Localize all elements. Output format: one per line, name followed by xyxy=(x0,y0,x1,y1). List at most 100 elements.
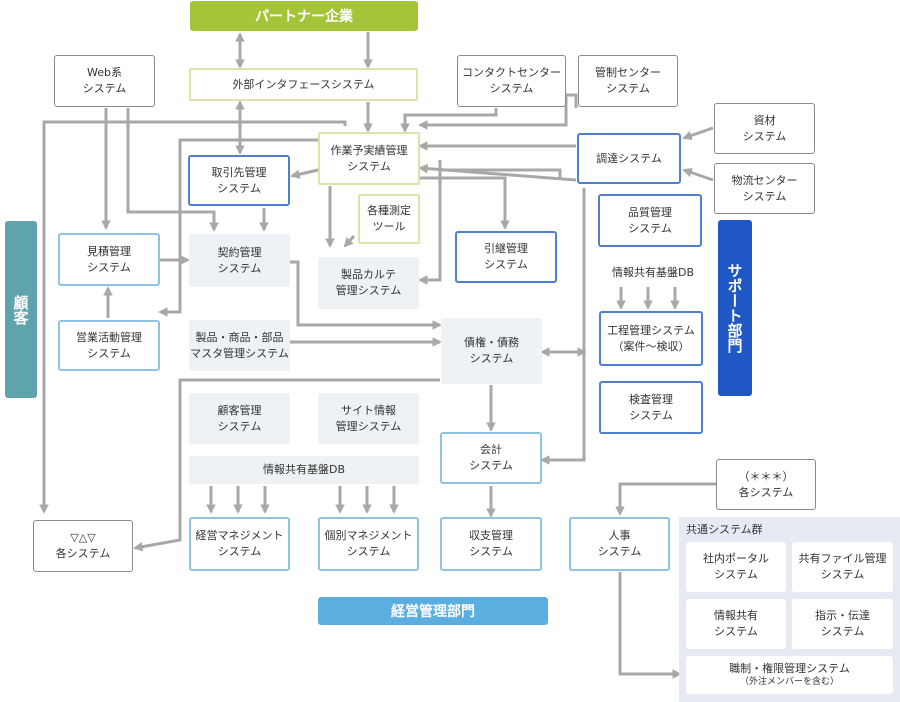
shizai-system-box: 資材 システム xyxy=(714,103,815,154)
kaikei-system-box: 会計 システム xyxy=(440,432,542,484)
kansei-center-box: 管制センター システム xyxy=(578,55,678,107)
sagyo-yojisseki-box: 作業予実績管理 システム xyxy=(318,132,420,185)
site-joho-box: サイト情報 管理システム xyxy=(318,393,419,444)
site-joho-line-2: 管理システム xyxy=(335,419,402,433)
hinshitsu-system-line-2: システム xyxy=(628,221,672,235)
contact-center-line-2: システム xyxy=(489,82,534,95)
joho-kyoyu-line-2: システム xyxy=(714,625,758,638)
arrow-chotatsu-sagyo-2 xyxy=(418,163,577,182)
file-system-line-2: システム xyxy=(820,568,865,581)
customer-banner-label: 顧客 xyxy=(11,294,30,325)
kokyaku-system-line-2: システム xyxy=(217,419,262,433)
kansei-center-line-1: 管制センター xyxy=(595,66,661,80)
arrow-shizai-chotatsu xyxy=(682,126,714,141)
kensa-system-box: 検査管理 システム xyxy=(599,381,703,434)
management-joho-db-label: 情報共有基盤DB xyxy=(262,463,346,477)
koutei-system-line-2: （案件～検収） xyxy=(612,339,690,353)
hikitsugi-system-line-2: システム xyxy=(484,258,528,271)
shokusei-kengen-box: 職制・権限管理システム （外注メンバーを含む） xyxy=(686,656,893,694)
asterisk-system-line-1: （＊＊＊） xyxy=(738,469,794,483)
kokyaku-system-box: 顧客管理 システム xyxy=(189,393,290,444)
support-banner-label: サポート部門 xyxy=(725,263,744,353)
arrow-saiken-triangle xyxy=(133,378,440,552)
butsuryu-center-line-1: 物流センター xyxy=(731,173,798,187)
support-banner: サポート部門 xyxy=(718,220,752,396)
shiji-dentatsu-line-1: 指示・伝達 xyxy=(815,609,870,623)
saiken-saimu-box: 債権・債務 システム xyxy=(441,318,542,384)
shushi-system-line-1: 収支管理 xyxy=(469,529,513,543)
mitsumori-system-line-1: 見積管理 xyxy=(87,244,131,258)
kensa-system-line-2: システム xyxy=(629,408,673,422)
hinshitsu-system-box: 品質管理 システム xyxy=(598,194,702,247)
shushi-system-line-2: システム xyxy=(469,545,513,558)
triangle-system-line-2: 各システム xyxy=(55,547,111,560)
kansei-center-line-2: システム xyxy=(606,82,650,95)
shizai-system-line-1: 資材 xyxy=(753,113,776,127)
arrow-keiyaku-saiken-1 xyxy=(290,260,442,330)
butsuryu-center-box: 物流センター システム xyxy=(714,163,815,214)
shokusei-kengen-line-1: 職制・権限管理システム xyxy=(729,661,850,675)
hikitsugi-system-box: 引継管理 システム xyxy=(455,231,557,283)
web-system-box: Web系 システム xyxy=(54,55,155,107)
asterisk-system-box: （＊＊＊） 各システム xyxy=(716,459,816,510)
support-joho-db: 情報共有基盤DB xyxy=(598,262,708,284)
arrow-sagyo-hikitsugi xyxy=(420,176,510,230)
customer-banner: 顧客 xyxy=(5,221,37,398)
shiji-dentatsu-line-2: システム xyxy=(820,625,865,638)
file-system-line-1: 共有ファイル管理 xyxy=(798,552,887,566)
shizai-system-line-2: システム xyxy=(742,129,787,143)
triangle-system-box: ▽△▽ 各システム xyxy=(33,520,133,572)
mitsumori-system-line-2: システム xyxy=(87,260,131,274)
keiyaku-system-box: 契約管理 システム xyxy=(189,234,290,287)
product-karte-line-2: 管理システム xyxy=(335,284,402,297)
arrow-asterisk-jinji xyxy=(615,482,716,516)
master-system-line-2: マスタ管理システム xyxy=(190,346,289,360)
gaibu-interface-line-1: 外部インタフェースシステム xyxy=(232,77,375,91)
torihikisaki-line-2: システム xyxy=(217,181,261,195)
kobetsu-management-box: 個別マネジメント システム xyxy=(318,517,419,571)
eigyo-katsudo-box: 営業活動管理 システム xyxy=(58,320,160,371)
sokutei-tool-line-2: ツール xyxy=(372,220,406,233)
jinji-system-line-2: システム xyxy=(597,545,642,558)
keiyaku-system-line-2: システム xyxy=(217,261,262,275)
keiei-management-line-1: 経営マネジメント xyxy=(195,529,284,543)
asterisk-system-line-2: 各システム xyxy=(738,485,794,499)
butsuryu-center-line-2: システム xyxy=(742,189,787,203)
chotatsu-system-line-1: 調達システム xyxy=(596,151,662,165)
arrow-contact-sagyo xyxy=(400,108,498,133)
chotatsu-system-box: 調達システム xyxy=(577,133,681,184)
mitsumori-system-box: 見積管理 システム xyxy=(58,233,160,286)
master-system-line-1: 製品・商品・部品 xyxy=(195,330,284,344)
koutei-system-box: 工程管理システム （案件～検収） xyxy=(599,311,703,366)
joho-kyoyu-box: 情報共有 システム xyxy=(686,599,786,649)
arrow-sagyo-karte-right xyxy=(418,160,442,285)
shokusei-kengen-line-2: （外注メンバーを含む） xyxy=(739,677,839,688)
jinji-system-line-1: 人事 xyxy=(608,529,631,543)
master-system-box: 製品・商品・部品 マスタ管理システム xyxy=(189,320,290,371)
arrow-kansei-sagyo xyxy=(418,93,578,130)
hikitsugi-system-line-1: 引継管理 xyxy=(484,242,528,256)
shiji-dentatsu-box: 指示・伝達 システム xyxy=(792,599,893,649)
partner-banner: パートナー企業 xyxy=(190,1,418,31)
sagyo-yojisseki-line-1: 作業予実績管理 xyxy=(330,143,408,157)
kensa-system-line-1: 検査管理 xyxy=(629,392,673,406)
keiyaku-system-line-1: 契約管理 xyxy=(217,245,262,259)
koutei-system-line-1: 工程管理システム xyxy=(607,323,695,337)
shushi-system-box: 収支管理 システム xyxy=(440,517,542,571)
support-joho-db-label: 情報共有基盤DB xyxy=(611,266,695,280)
arrow-web-keiyaku xyxy=(126,108,219,232)
common-systems-title: 共通システム群 xyxy=(686,523,763,536)
sagyo-yojisseki-line-2: システム xyxy=(347,159,391,173)
joho-kyoyu-line-1: 情報共有 xyxy=(714,609,758,623)
arrow-chotatsu-kaikei xyxy=(540,188,586,465)
kaikei-system-line-2: システム xyxy=(469,459,513,472)
contact-center-box: コンタクトセンター システム xyxy=(457,55,566,107)
product-karte-line-1: 製品カルテ xyxy=(341,268,396,282)
arrow-web-triangle xyxy=(39,120,347,514)
portal-system-line-2: システム xyxy=(714,568,758,581)
torihikisaki-line-1: 取引先管理 xyxy=(211,165,267,179)
kobetsu-management-line-2: システム xyxy=(346,545,391,558)
product-karte-box: 製品カルテ 管理システム xyxy=(318,257,419,309)
kobetsu-management-line-1: 個別マネジメント xyxy=(324,529,413,543)
